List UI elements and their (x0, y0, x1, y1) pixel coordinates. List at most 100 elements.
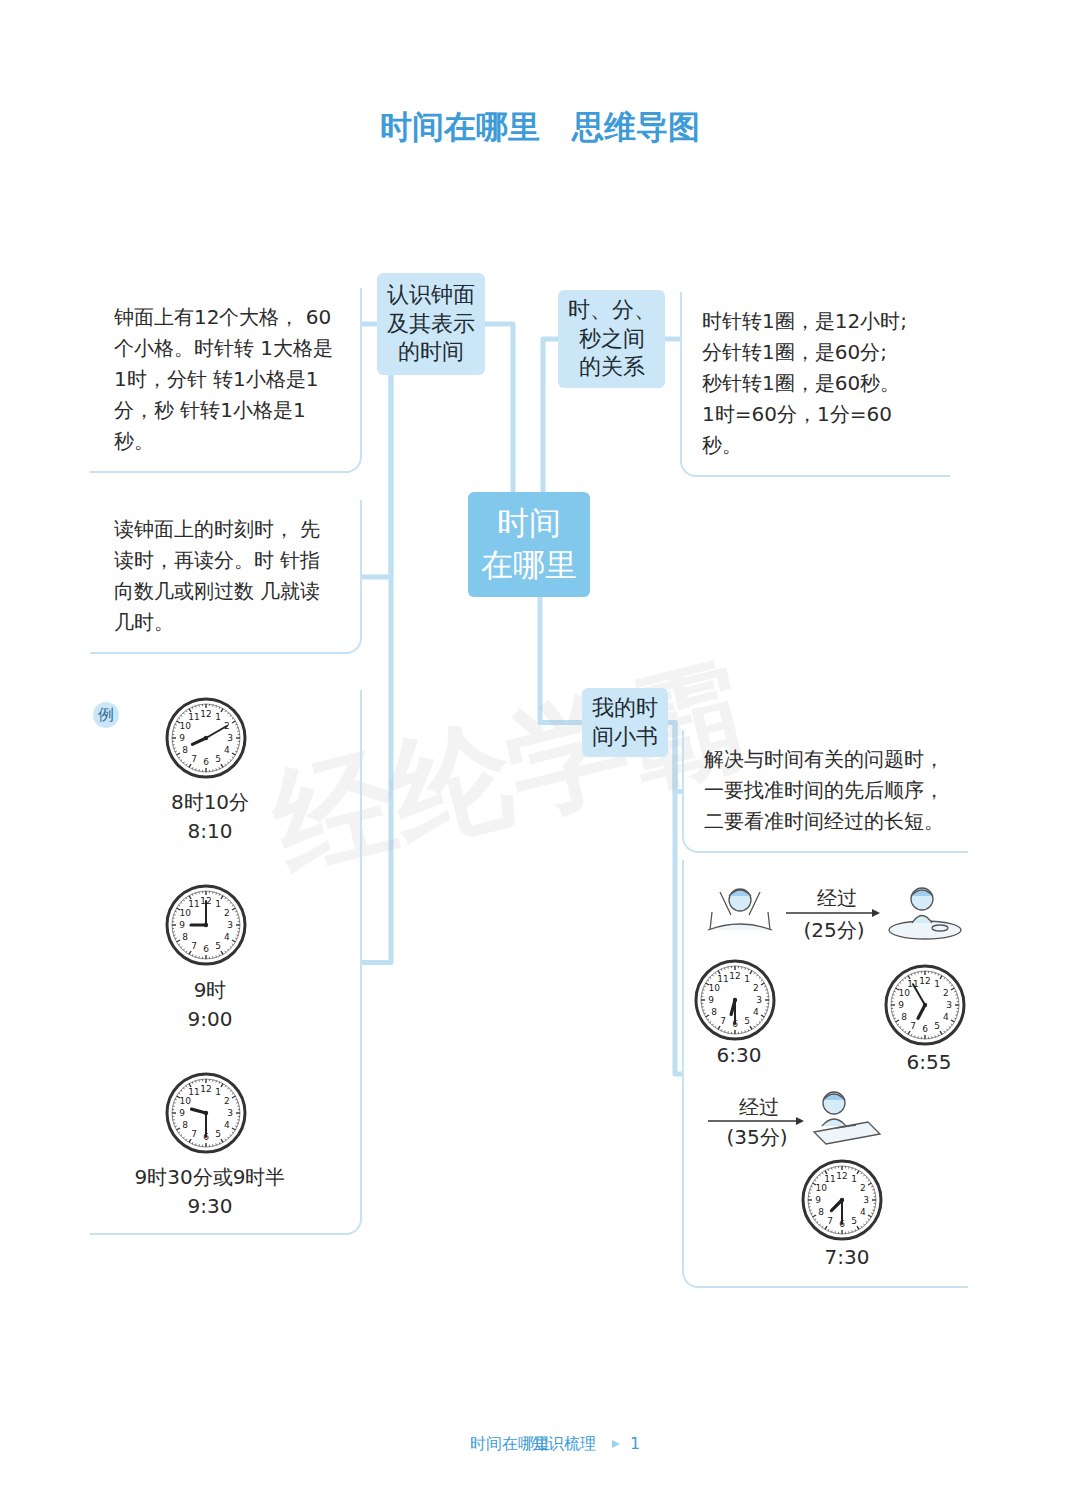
clock-tick (192, 1082, 194, 1084)
clock-number: 6 (732, 1019, 738, 1029)
clock-tick (866, 1177, 867, 1178)
clock-tick (215, 706, 217, 708)
clock-tick (754, 1026, 755, 1028)
clock-number: 12 (729, 971, 740, 981)
clock-tick (202, 891, 203, 893)
clock-tick (225, 951, 226, 953)
connector (665, 337, 680, 342)
clock-tick (225, 1139, 226, 1141)
clock-tick (172, 921, 174, 922)
clock-tick (951, 985, 953, 986)
clock-tick (183, 713, 184, 714)
clock-number: 1 (851, 1174, 857, 1184)
clock-tick (221, 896, 223, 899)
clock-tick (855, 1229, 857, 1231)
clock-tick (183, 762, 184, 763)
clock-tick (764, 986, 766, 988)
clock-tick (236, 1122, 238, 1124)
clock-tick (702, 1006, 704, 1007)
clock-tick (721, 969, 723, 971)
clock-tick (734, 1030, 735, 1034)
clock-tick (911, 1034, 913, 1036)
clock-pivot (733, 998, 737, 1002)
clock-number: 7 (191, 941, 197, 951)
clock-tick (212, 769, 213, 771)
clock-tick (900, 982, 901, 983)
clock-tick (209, 704, 210, 706)
clock-tick (808, 1196, 810, 1197)
clock-rim (167, 1074, 245, 1152)
node-text: 分针转1圈，是60分; (702, 337, 930, 368)
node-text: 解决与时间有关的问题时， 一要找准时间的先后顺序， 二要看准时间经过的长短。 (704, 744, 948, 837)
clock-number: 4 (943, 1012, 949, 1022)
clock-tick (868, 1215, 871, 1217)
clock-number: 9 (179, 1108, 185, 1118)
clock-pivot (204, 923, 208, 927)
clock-tick (175, 724, 177, 726)
clock-tick (230, 902, 231, 903)
clock-tick (232, 1128, 235, 1130)
clock-tick (955, 1014, 957, 1016)
clock-tick (230, 1090, 231, 1091)
clock-tick (822, 1172, 823, 1174)
clock-tick (766, 992, 768, 993)
clock-tick (766, 1006, 768, 1007)
content-panel: 时针转1圈，是12小时;分针转1圈，是60分;秒针转1圈，是60秒。1时=60分… (680, 292, 950, 477)
clock-tick (175, 1099, 177, 1101)
clock-tick (921, 1037, 922, 1039)
clock-tick (238, 1116, 240, 1117)
clock-tick (173, 917, 175, 918)
clock-tick (721, 1029, 723, 1031)
clock-tick (232, 944, 234, 945)
connector (485, 324, 513, 492)
clock-tick (183, 900, 184, 901)
clock-tick (756, 1024, 757, 1025)
clock-tick (178, 944, 180, 945)
clock-tick (232, 721, 235, 723)
clock-tick (851, 1230, 853, 1232)
clock-tick (202, 770, 203, 772)
clock-tick (715, 1026, 716, 1028)
clock-tick (209, 1079, 210, 1081)
clock-tick (189, 1084, 191, 1087)
clock-tick (897, 1024, 899, 1025)
node-text: 9:30 (188, 1191, 233, 1222)
node-text: 8:10 (188, 816, 233, 847)
clock-tick (225, 764, 226, 766)
clock-tick (845, 1232, 846, 1234)
clock-number: 5 (934, 1021, 940, 1031)
clock-tick (894, 991, 896, 993)
clock-number: 10 (898, 988, 909, 998)
clock-tick (814, 1180, 816, 1181)
clock-tick (186, 1085, 187, 1087)
clock-tick (205, 891, 206, 895)
clock-tick (205, 955, 206, 959)
clock-tick (893, 1014, 895, 1016)
clock-tick (192, 767, 194, 769)
clock-tick (172, 1109, 174, 1110)
clock-tick (236, 924, 240, 925)
clock-tick (825, 1226, 827, 1229)
branch-topic: 时、分、 秒之间 的关系 (558, 290, 665, 388)
clock-tick (744, 968, 746, 970)
clock-number: 11 (717, 974, 728, 984)
branch-topic: 认识钟面 及其表示 的时间 (377, 273, 485, 375)
clock-tick (750, 1026, 752, 1029)
clock-tick (873, 1192, 875, 1193)
clock-tick (202, 957, 203, 959)
clock-tick (957, 1008, 959, 1009)
clock-tick (831, 1230, 833, 1232)
clock-tick (227, 949, 228, 950)
clock-tick (230, 1134, 231, 1135)
clock-tick (761, 980, 763, 981)
clock-tick (174, 747, 176, 749)
clock-tick (855, 1169, 857, 1171)
clock-tick (946, 980, 947, 981)
hour-hand (191, 923, 206, 926)
clock-tick (235, 1126, 237, 1128)
child-waking-figure (708, 889, 772, 930)
child-eating-figure (889, 888, 961, 939)
clock-tick (810, 1209, 812, 1211)
clock-tick (236, 727, 238, 729)
clock-tick (195, 706, 197, 708)
